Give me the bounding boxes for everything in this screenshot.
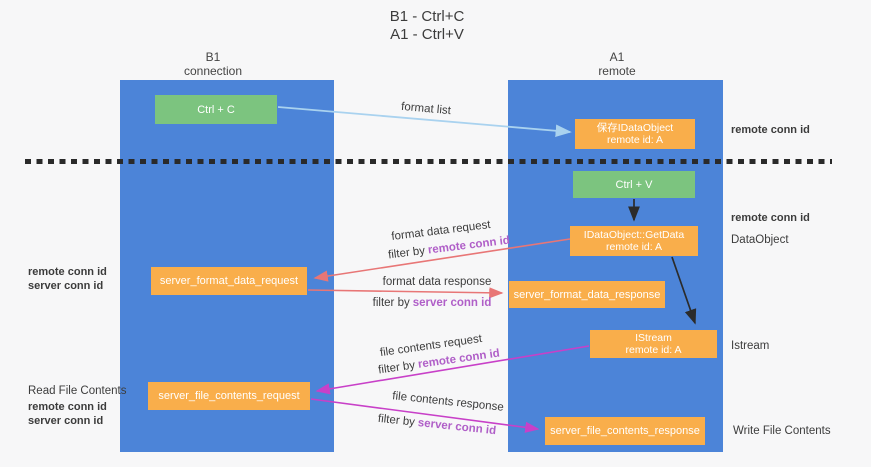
- right-remote-conn-id-1: remote conn id: [731, 124, 810, 136]
- format-list-label: format list: [400, 100, 452, 118]
- lifeline-b1-title: B1: [205, 50, 221, 64]
- server-file-contents-response-label: server_file_contents_response: [550, 425, 700, 437]
- left-remote-conn-id-2: remote conn id: [28, 401, 107, 413]
- lifeline-b1-subtitle: connection: [183, 64, 243, 78]
- save-idataobject-line2: remote id: A: [606, 134, 664, 146]
- filter-by-text: filter by: [372, 297, 410, 309]
- arrow-format-data-response: [307, 287, 504, 299]
- istream-line1: IStream: [635, 332, 672, 344]
- getdata-line1: IDataObject::GetData: [583, 229, 685, 241]
- server-file-contents-response-box: server_file_contents_response: [545, 417, 705, 445]
- remote-conn-id-accent: remote conn id: [427, 234, 511, 257]
- right-remote-conn-id-2: remote conn id: [731, 212, 810, 224]
- save-idataobject-box: 保存IDataObject remote id: A: [575, 119, 695, 149]
- dataobject-annotation: DataObject: [731, 234, 789, 246]
- istream-line2: remote id: A: [625, 344, 682, 356]
- left-server-conn-id-1: server conn id: [28, 280, 104, 292]
- title-line-1: B1 - Ctrl+C: [389, 8, 465, 25]
- save-idataobject-line1: 保存IDataObject: [596, 122, 674, 134]
- write-file-contents-annotation: Write File Contents: [733, 425, 831, 437]
- file-contents-response-label: file contents response: [391, 390, 505, 414]
- read-file-contents-annotation: Read File Contents: [28, 385, 127, 397]
- server-conn-id-accent: server conn id: [412, 297, 492, 309]
- ctrl-c-label: Ctrl + C: [197, 103, 235, 116]
- diagram-title: B1 - Ctrl+C A1 - Ctrl+V: [0, 8, 854, 44]
- server-format-data-response-box: server_format_data_response: [509, 281, 665, 308]
- lifeline-header-a1: A1 remote: [537, 50, 697, 78]
- left-remote-conn-id-1: remote conn id: [28, 266, 107, 278]
- idataobject-getdata-box: IDataObject::GetData remote id: A: [570, 226, 698, 256]
- filter-by-text: filter by: [377, 412, 416, 429]
- server-file-contents-request-label: server_file_contents_request: [158, 390, 300, 402]
- title-line-2: A1 - Ctrl+V: [390, 26, 464, 43]
- server-format-data-request-label: server_format_data_request: [159, 275, 299, 287]
- filter-by-text: filter by: [377, 359, 416, 377]
- lifeline-a1-subtitle: remote: [598, 64, 636, 78]
- ctrl-c-box: Ctrl + C: [155, 95, 277, 124]
- ctrl-v-label: Ctrl + V: [615, 178, 653, 191]
- phase-separator-dashed-line: [25, 159, 832, 164]
- server-file-contents-request-box: server_file_contents_request: [148, 382, 310, 410]
- server-format-data-response-label: server_format_data_response: [513, 288, 661, 301]
- istream-annotation: Istream: [731, 340, 770, 352]
- lifeline-header-b1: B1 connection: [133, 50, 293, 78]
- left-server-conn-id-2: server conn id: [28, 415, 104, 427]
- server-format-data-request-box: server_format_data_request: [151, 267, 307, 295]
- lifeline-a1-title: A1: [609, 50, 625, 64]
- getdata-line2: remote id: A: [605, 241, 663, 253]
- ctrl-v-box: Ctrl + V: [573, 171, 695, 198]
- server-conn-id-accent: server conn id: [417, 417, 497, 438]
- filter-by-text: filter by: [387, 244, 426, 262]
- istream-box: IStream remote id: A: [590, 330, 717, 358]
- format-data-response-label: format data response: [382, 276, 492, 288]
